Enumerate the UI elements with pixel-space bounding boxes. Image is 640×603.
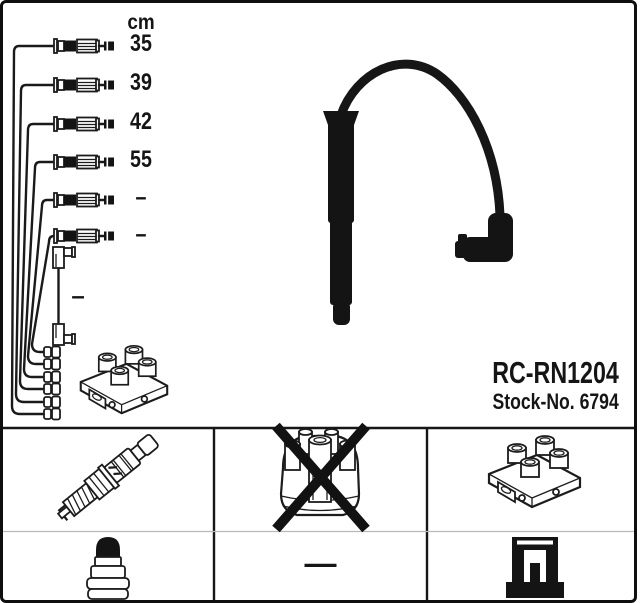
angle-boot-top [52,246,76,269]
coil-end-plugs [43,345,61,421]
ignition-coil-icon [487,434,582,509]
spark-plug-wire-photo [323,59,513,325]
angle-boot-bottom [52,323,76,346]
cable-length-2: 39 [130,69,152,96]
cable-length-6: – [135,221,147,248]
stock-number: Stock-No. 6794 [492,389,619,414]
spark-plug-icon [56,433,159,522]
wire-arc [336,59,505,220]
angled-cable-length: – [71,283,85,310]
cable-length-1: 35 [130,30,152,57]
cable-connector-row-6 [52,227,116,245]
part-number: RC-RN1204 [492,355,619,390]
angled-cable [52,246,76,346]
length-unit-header: cm [127,11,155,34]
terminal-nut-icon [86,537,130,600]
cable-connector-row-3 [52,115,116,133]
cable-length-4: 55 [130,146,152,173]
cable-connector-row-1 [52,37,116,55]
cable-length-5: – [135,184,147,211]
distributor-cap-icon [272,422,370,533]
cable-connector-row-2 [52,76,116,94]
grid-dash-cell: — [304,545,337,581]
long-plug-boot [323,111,359,325]
coil-pack-sketch-icon [79,344,169,415]
cable-connector-row-5 [52,191,116,209]
cable-length-3: 42 [130,108,152,135]
right-angle-connector [455,213,513,262]
cross-out-x-icon [272,422,370,533]
harness-trunk-wires [10,44,57,416]
grid-lines [0,426,636,601]
cable-connector-row-4 [52,153,116,171]
din-connector-icon [506,537,564,598]
